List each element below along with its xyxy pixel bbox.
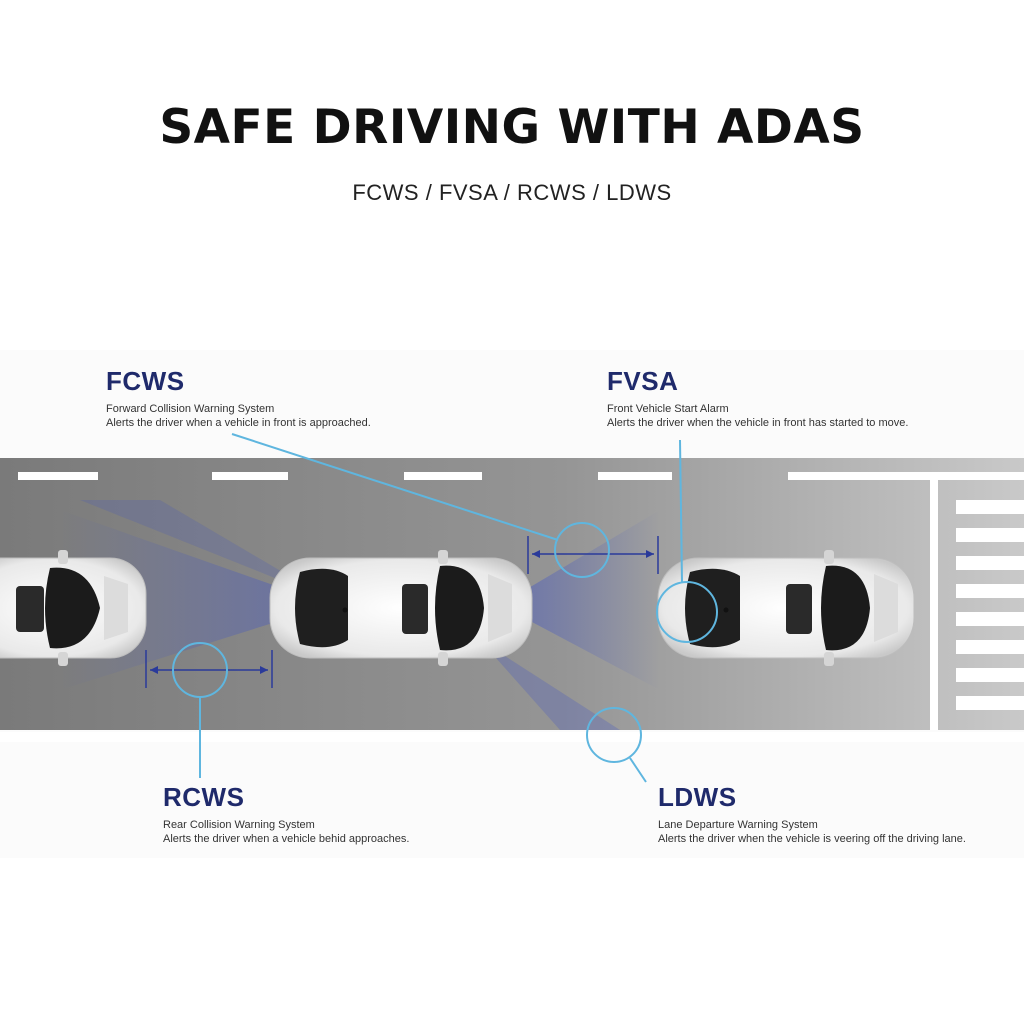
ego-car: [269, 550, 533, 666]
ldws-title: LDWS: [658, 782, 737, 812]
fvsa-label: FVSA Front Vehicle Start Alarm Alerts th…: [607, 366, 908, 430]
callout-ldws: [586, 707, 647, 783]
rcws-title: RCWS: [163, 782, 245, 812]
rcws-description: Alerts the driver when a vehicle behid a…: [163, 833, 410, 845]
rcws-name: Rear Collision Warning System: [163, 819, 315, 831]
fvsa-title: FVSA: [607, 366, 679, 396]
forward-sensor-beam: [500, 510, 660, 690]
front-distance-marker: [527, 536, 659, 574]
ldws-label: LDWS Lane Departure Warning System Alert…: [658, 782, 966, 846]
crosswalk: [930, 480, 1024, 730]
page-subtitle: FCWS / FVSA / RCWS / LDWS: [352, 180, 672, 205]
lane-departure-beam: [480, 640, 620, 730]
adas-road-diagram: [0, 433, 1024, 783]
callout-rcws: [172, 642, 228, 778]
fcws-name: Forward Collision Warning System: [106, 403, 275, 415]
fcws-description: Alerts the driver when a vehicle in fron…: [106, 417, 371, 429]
fvsa-name: Front Vehicle Start Alarm: [607, 403, 729, 415]
rear-distance-marker: [145, 650, 273, 688]
callout-fcws: [231, 433, 610, 578]
fvsa-description: Alerts the driver when the vehicle in fr…: [607, 417, 909, 429]
fcws-label: FCWS Forward Collision Warning System Al…: [106, 366, 371, 430]
rcws-label: RCWS Rear Collision Warning System Alert…: [163, 782, 409, 846]
page-title: SAFE DRIVING WITH ADAS: [159, 100, 865, 155]
ldws-description: Alerts the driver when the vehicle is ve…: [658, 833, 966, 845]
ldws-name: Lane Departure Warning System: [658, 819, 818, 831]
lane-markings: [0, 472, 1024, 742]
callout-fvsa: [656, 439, 718, 643]
front-car: [657, 550, 915, 666]
upper-rear-beam: [80, 500, 330, 600]
rear-car: [0, 550, 147, 666]
fcws-title: FCWS: [106, 366, 185, 396]
